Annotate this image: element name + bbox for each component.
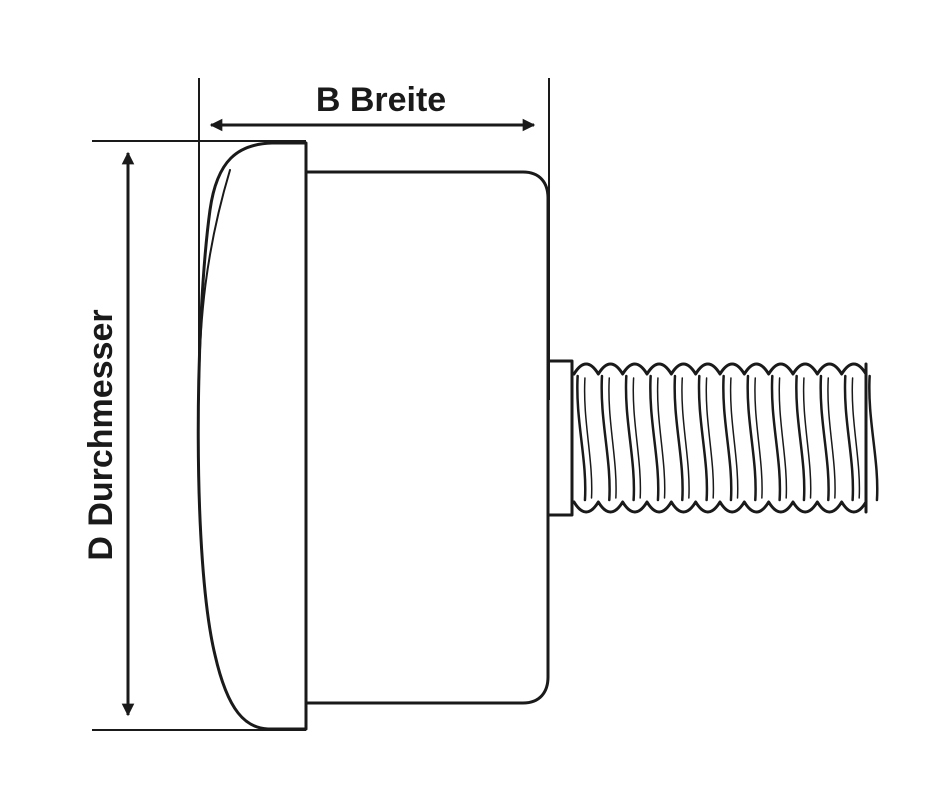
thread-helix-line: [778, 377, 788, 499]
cap-body: [304, 170, 550, 705]
thread-neck: [546, 359, 574, 517]
screw-cap: [196, 141, 879, 731]
thread-helix-line: [746, 374, 757, 502]
thread-helix-line: [819, 374, 830, 502]
thread-helix-line: [827, 377, 836, 499]
diameter-label: D Durchmesser: [82, 309, 120, 560]
thread-helix-line: [851, 377, 861, 499]
thread-lines: [576, 374, 879, 502]
cap-head: [196, 141, 308, 731]
thread-helix-line: [583, 377, 593, 499]
thread-helix-line: [770, 374, 782, 502]
thread-helix-line: [795, 374, 806, 502]
width-dimension: B Breite: [198, 78, 550, 400]
cap-head-inner-curve: [198, 169, 231, 396]
diameter-dimension: D Durchmesser: [82, 140, 306, 731]
thread-helix-line: [656, 377, 666, 499]
thread-helix-line: [608, 377, 617, 499]
width-label: B Breite: [316, 81, 446, 119]
thread-helix-line: [649, 374, 660, 502]
thread-helix-line: [600, 374, 611, 502]
thread-body: [572, 362, 879, 514]
thread-helix-line: [802, 377, 812, 499]
thread-helix-line: [754, 377, 763, 499]
thread-helix-line: [729, 377, 739, 499]
thread-helix-line: [576, 374, 587, 502]
thread-helix-line: [843, 374, 855, 502]
thread-helix-line: [697, 374, 709, 502]
thread-helix-line: [673, 374, 684, 502]
thread-helix-line: [868, 374, 879, 502]
thread-helix-line: [624, 374, 636, 502]
thread-helix-line: [681, 377, 690, 499]
thread-helix-line: [705, 377, 715, 499]
thread-bottom-edge: [572, 500, 868, 514]
thread-helix-line: [722, 374, 733, 502]
thread-top-edge: [572, 362, 868, 376]
thread-helix-line: [632, 377, 642, 499]
